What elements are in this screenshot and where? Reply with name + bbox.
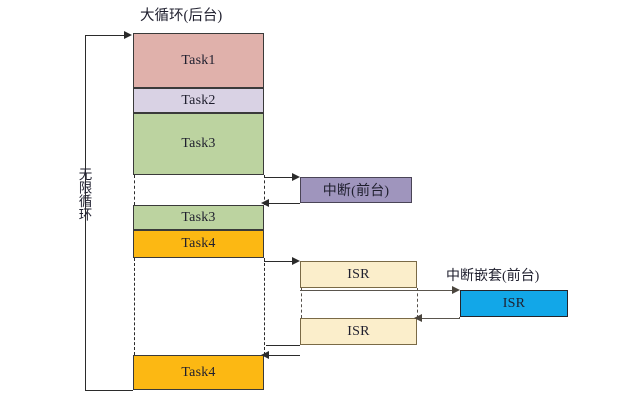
task-block-task2: Task2	[133, 88, 264, 113]
background-loop-title: 大循环(后台)	[140, 8, 223, 24]
isr-enter-line	[264, 261, 294, 262]
nested-enter-line	[300, 290, 454, 291]
isr-enter-arrowhead	[292, 257, 300, 265]
interrupt-enter-arrowhead	[292, 173, 300, 181]
task-block-task3-second: Task3	[133, 205, 264, 230]
infinite-loop-label: 无限循环	[76, 167, 92, 221]
task-block-task4-second: Task4	[133, 355, 264, 390]
interrupt-return-arrowhead	[261, 199, 269, 207]
task-block-task1: Task1	[133, 33, 264, 88]
isr-lower-connector	[266, 345, 300, 346]
interrupt-enter-line	[264, 177, 294, 178]
column-gap-isr	[133, 258, 264, 355]
isr-box-nested: ISR	[460, 290, 568, 317]
isr-return-arrowhead	[261, 351, 269, 359]
isr-gap-right-dash	[416, 288, 418, 318]
task-block-task3-first: Task3	[133, 113, 264, 175]
interrupt-return-line	[266, 203, 300, 204]
nested-interrupt-title: 中断嵌套(前台)	[446, 269, 540, 284]
task-block-task4-first: Task4	[133, 230, 264, 258]
nested-return-line	[419, 318, 460, 319]
isr-box-lower: ISR	[300, 318, 417, 345]
nested-return-join	[459, 317, 460, 319]
column-gap-right-dash-1	[263, 175, 265, 205]
isr-return-line	[266, 355, 300, 356]
nested-enter-arrowhead	[452, 286, 460, 294]
isr-gap-left-dash	[300, 288, 302, 318]
column-gap-right-dash-2	[263, 258, 265, 355]
column-gap-left-dash-2	[133, 258, 135, 355]
interrupt-box: 中断(前台)	[300, 177, 412, 203]
isr-box-upper: ISR	[300, 261, 417, 288]
column-gap-left-dash-1	[133, 175, 135, 205]
loop-bottom-line	[85, 390, 133, 391]
loop-left-line	[85, 35, 86, 391]
loop-top-arrowhead	[124, 31, 132, 39]
column-gap-interrupt	[133, 175, 264, 205]
loop-top-line	[85, 35, 125, 36]
nested-return-arrowhead	[414, 314, 422, 322]
